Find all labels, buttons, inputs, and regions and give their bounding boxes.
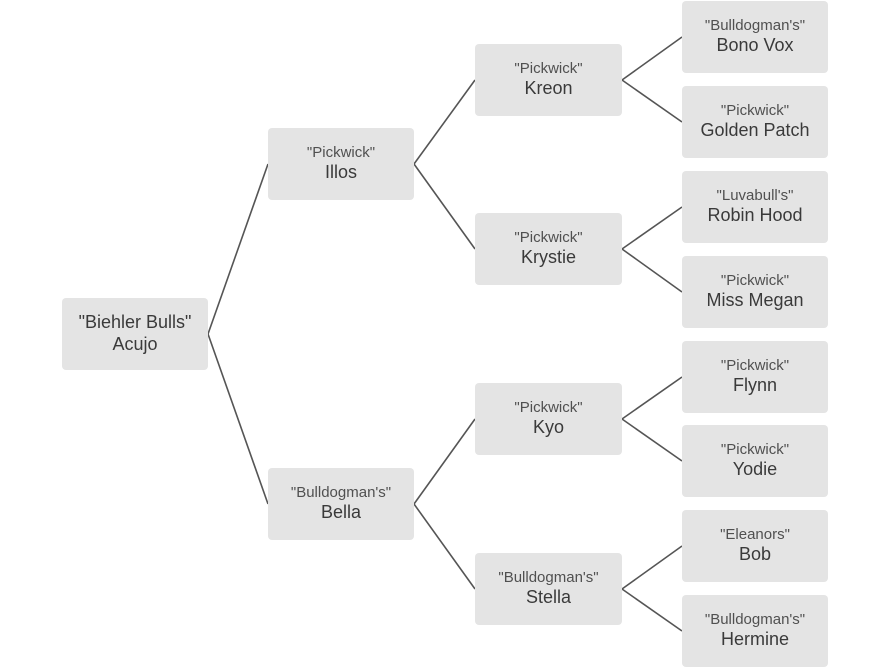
node-dog-name: Bella	[320, 502, 362, 523]
node-dog-name: Miss Megan	[706, 290, 804, 311]
node-kennel: "Pickwick"	[720, 102, 790, 120]
connector-line	[413, 418, 476, 505]
node-kennel: "Pickwick"	[306, 144, 376, 162]
node-kennel: "Pickwick"	[720, 357, 790, 375]
node-kennel: "Pickwick"	[720, 272, 790, 290]
connector-line	[413, 503, 476, 590]
node-kennel: "Bulldogman's"	[290, 484, 392, 502]
connector-line	[621, 418, 683, 462]
node-kennel: "Pickwick"	[720, 441, 790, 459]
node-kennel: "Bulldogman's"	[498, 569, 599, 587]
node-kennel: "Pickwick"	[514, 229, 583, 247]
pedigree-node-sd-dam: "Pickwick" Miss Megan	[682, 256, 828, 328]
connector-line	[413, 79, 476, 165]
node-dog-name: Bob	[738, 544, 772, 565]
pedigree-node-sire-dam: "Pickwick" Krystie	[475, 213, 622, 285]
connector-line	[621, 376, 683, 420]
pedigree-node-ss-sire: "Bulldogman's" Bono Vox	[682, 1, 828, 73]
pedigree-node-sire-sire: "Pickwick" Kreon	[475, 44, 622, 116]
node-dog-name: Bono Vox	[716, 35, 794, 56]
node-kennel: "Biehler Bulls"	[78, 312, 192, 333]
pedigree-node-dam-sire: "Pickwick" Kyo	[475, 383, 622, 455]
connector-line	[207, 163, 269, 335]
pedigree-node-dd-sire: "Eleanors" Bob	[682, 510, 828, 582]
pedigree-node-ds-dam: "Pickwick" Yodie	[682, 425, 828, 497]
node-kennel: "Eleanors"	[720, 526, 790, 544]
pedigree-node-sd-sire: "Luvabull's" Robin Hood	[682, 171, 828, 243]
pedigree-node-ss-dam: "Pickwick" Golden Patch	[682, 86, 828, 158]
node-dog-name: Kyo	[532, 417, 565, 438]
node-dog-name: Illos	[324, 162, 357, 183]
pedigree-node-dd-dam: "Bulldogman's" Hermine	[682, 595, 828, 667]
node-dog-name: Golden Patch	[700, 120, 810, 141]
node-dog-name: Acujo	[112, 334, 158, 354]
node-dog-name: Hermine	[720, 629, 790, 650]
connector-line	[207, 333, 269, 505]
node-kennel: "Pickwick"	[514, 60, 583, 78]
pedigree-node-dam: "Bulldogman's" Bella	[268, 468, 414, 540]
connector-line	[621, 588, 683, 632]
pedigree-node-root: "Biehler Bulls" Acujo	[62, 298, 208, 370]
connector-line	[621, 206, 683, 250]
connector-line	[621, 36, 683, 81]
node-dog-name: Krystie	[520, 247, 576, 268]
node-dog-name: Flynn	[732, 375, 777, 396]
pedigree-node-ds-sire: "Pickwick" Flynn	[682, 341, 828, 413]
node-dog-name: Yodie	[732, 459, 778, 480]
node-kennel: "Luvabull's"	[716, 187, 794, 205]
connector-line	[621, 79, 683, 123]
node-dog-name: Stella	[525, 587, 572, 608]
connector-line	[621, 248, 683, 293]
node-dog-name: Kreon	[524, 78, 573, 99]
connector-line	[621, 545, 683, 590]
pedigree-node-sire: "Pickwick" Illos	[268, 128, 414, 200]
node-kennel: "Bulldogman's"	[704, 17, 806, 35]
pedigree-node-dam-dam: "Bulldogman's" Stella	[475, 553, 622, 625]
node-dog-name: Robin Hood	[707, 205, 803, 226]
connector-line	[413, 163, 476, 250]
node-kennel: "Pickwick"	[514, 399, 583, 417]
node-kennel: "Bulldogman's"	[704, 611, 806, 629]
